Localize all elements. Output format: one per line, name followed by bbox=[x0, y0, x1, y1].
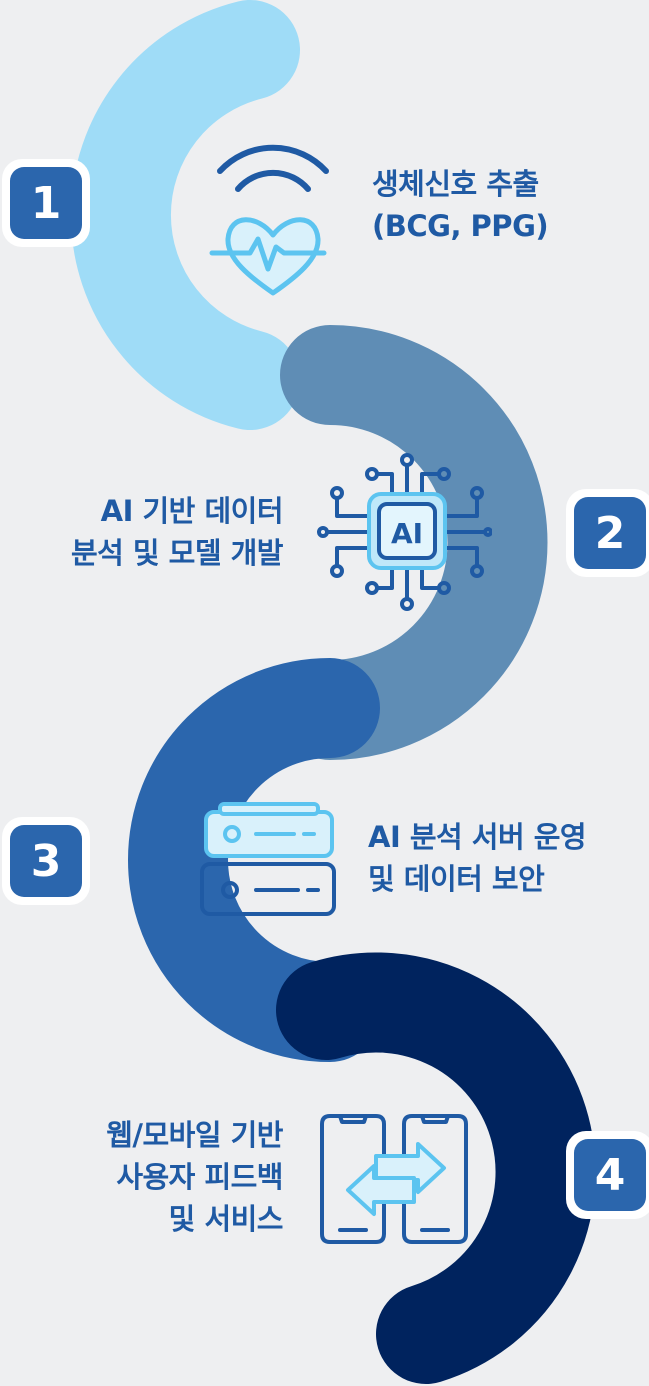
path-segment-1 bbox=[70, 0, 300, 430]
step-1-label: 생체신호 추출 (BCG, PPG) bbox=[372, 163, 549, 247]
step-1-label-line-2: (BCG, PPG) bbox=[372, 209, 549, 243]
path-segment-2 bbox=[280, 325, 548, 760]
step-4-label-line-2: 사용자 피드백 bbox=[116, 1160, 283, 1194]
step-2-label-line-2: 분석 및 모델 개발 bbox=[70, 536, 284, 570]
step-3-label: AI 분석 서버 운영 및 데이터 보안 bbox=[368, 816, 587, 900]
step-4-label-line-1: 웹/모바일 기반 bbox=[106, 1118, 283, 1152]
step-3-label-line-1: AI 분석 서버 운영 bbox=[368, 820, 587, 854]
path-segment-4 bbox=[276, 952, 596, 1384]
step-2-label-line-1: AI 기반 데이터 bbox=[100, 494, 284, 528]
step-1-badge: 1 bbox=[2, 159, 90, 247]
path-segment-3 bbox=[128, 658, 380, 1062]
step-4-label-line-3: 및 서비스 bbox=[168, 1202, 284, 1236]
step-2-number: 2 bbox=[574, 497, 646, 569]
step-4-badge: 4 bbox=[566, 1131, 649, 1219]
step-1-number: 1 bbox=[10, 167, 82, 239]
step-1-label-line-1: 생체신호 추출 bbox=[372, 167, 539, 201]
heart-signal-icon bbox=[209, 144, 329, 296]
step-2-badge: 2 bbox=[566, 489, 649, 577]
step-4-number: 4 bbox=[574, 1139, 646, 1211]
step-3-label-line-2: 및 데이터 보안 bbox=[368, 862, 545, 896]
ai-chip-text: AI bbox=[391, 517, 423, 550]
server-icon bbox=[200, 802, 336, 916]
step-4-label: 웹/모바일 기반 사용자 피드백 및 서비스 bbox=[106, 1114, 283, 1240]
step-2-label: AI 기반 데이터 분석 및 모델 개발 bbox=[70, 490, 284, 574]
ai-chip-icon: AI bbox=[317, 453, 492, 611]
mobile-sync-icon bbox=[320, 1114, 468, 1244]
step-3-number: 3 bbox=[10, 825, 82, 897]
step-3-badge: 3 bbox=[2, 817, 90, 905]
